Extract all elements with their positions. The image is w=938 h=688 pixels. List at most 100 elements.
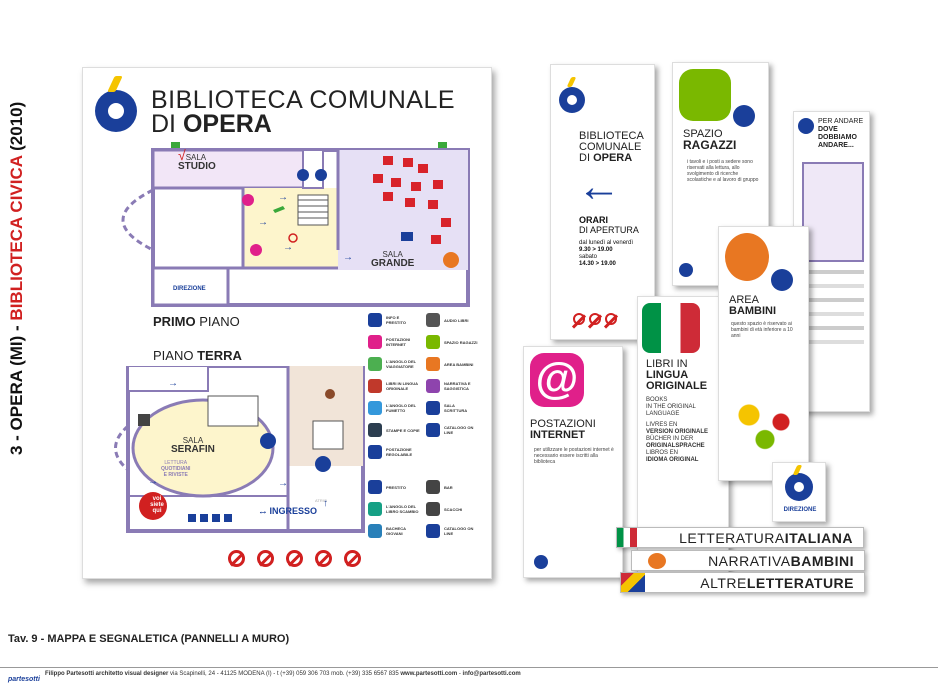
legend-icon [426, 379, 440, 393]
partesotti-logo: partesotti [8, 668, 42, 686]
legend-label: CATALOGO ON LINE [444, 526, 474, 536]
vertical-title: 3 - OPERA (MI) - BIBLIOTECA CIVICA (2010… [2, 10, 28, 460]
at-sign-icon: @ [530, 353, 584, 407]
legend-icon [426, 401, 440, 415]
orari-label2: DI APERTURA [579, 225, 639, 235]
legend-icon [368, 423, 382, 437]
footer-web-link[interactable]: www.partesotti.com [400, 671, 458, 677]
banner2-prefix: NARRATIVA [708, 552, 791, 569]
lingua-title1: LIBRI IN [646, 358, 688, 370]
vertical-title-part1: 3 - OPERA (MI) - [7, 321, 26, 455]
vertical-title-part3: (2010) [7, 102, 26, 156]
ragazzi-rules-text: i tavoli e i posti a sedere sono riserva… [687, 159, 759, 183]
sign-opera-title3-prefix: DI [579, 152, 594, 164]
hours-sat-label: sabato [579, 254, 598, 260]
first-floor-plan: →→→→ [121, 142, 470, 307]
teddy-bear-icon [725, 233, 769, 281]
room-direzione: DIREZIONE [173, 286, 206, 292]
legend-item: SALA SCRITTURA [426, 401, 478, 415]
lingua-l2: IN THE ORIGINAL [646, 404, 696, 410]
banner-narrativa-bambini: NARRATIVA BAMBINI [631, 550, 865, 571]
no-smoking-icon [228, 550, 245, 567]
voi-label: voi [152, 496, 162, 502]
lingua-title3: ORIGINALE [646, 380, 708, 392]
vertical-title-part2: BIBLIOTECA CIVICA [7, 155, 26, 320]
floor-label-piano-terra: PIANO TERRA [153, 348, 242, 363]
serafin-label1: SALA [182, 436, 204, 445]
legend-item: POSTAZIONI INTERNET [368, 335, 420, 349]
footer-divider [0, 667, 938, 668]
internet-title1: POSTAZIONI [530, 418, 596, 430]
no-food-small-icon [589, 313, 601, 325]
dove-title4: ANDARE... [818, 142, 854, 149]
mini-map [802, 162, 864, 262]
room-sala-serafin: SALA SERAFIN [171, 436, 215, 455]
legend-icon [426, 357, 440, 371]
direzione-label: DIREZIONE [783, 507, 817, 513]
bambini-title2: BAMBINI [729, 305, 777, 317]
room-ingresso: ← INGRESSO [258, 506, 318, 516]
no-animals-icon [344, 550, 361, 567]
dove-logo-icon [798, 118, 814, 134]
ingresso-label: INGRESSO [269, 506, 318, 516]
lingua-l8: LIBROS EN [646, 450, 679, 456]
floor1-suffix: PIANO [195, 314, 240, 329]
sign-direzione: DIREZIONE [772, 462, 826, 522]
sala-grande-label2: GRANDE [371, 258, 415, 269]
lingua-translations: BOOKS IN THE ORIGINAL LANGUAGE LIVRES EN… [646, 397, 708, 464]
sign-opera-title1: BIBLIOTECA [579, 130, 644, 142]
legend-icon [426, 423, 440, 437]
lingua-l4: LIVRES EN [646, 422, 678, 428]
legend-icon [368, 524, 382, 538]
floor1-prefix: PRIMO [153, 314, 196, 329]
sala-grande-label1: SALA [382, 250, 403, 259]
sign-dove: PER ANDARE DOVE DOBBIAMO ANDARE... [793, 111, 870, 412]
hours-days: dal lunedì al venerdì [579, 240, 634, 246]
banner1-prefix: LETTERATURA [679, 529, 785, 546]
svg-text:→: → [168, 378, 178, 389]
legend-icon [426, 480, 440, 494]
child-drawing [725, 387, 805, 457]
legend-item: LIBRI IN LINGUA ORIGINALE [368, 379, 420, 393]
legend-label: STAMPE E COPIE [386, 427, 420, 433]
footer-address: via Scapinelli, 24 - 41125 MODENA (I) - … [168, 671, 401, 677]
room-lettura: LETTURA QUOTIDIANI E RIVISTE [161, 460, 190, 478]
svg-text:→: → [278, 478, 288, 489]
internet-rules-text: per utilizzare le postazioni internet è … [534, 447, 614, 465]
legend-item: BAR [426, 480, 478, 494]
legend-icon [426, 335, 440, 349]
lingua-l6: BÜCHER IN DER [646, 436, 694, 442]
banner-altre-letterature: ALTRE LETTERATURE [620, 572, 865, 593]
sign-internet: @ POSTAZIONI INTERNET per utilizzare le … [523, 346, 623, 578]
legend-label: L'ANGOLO DEL LIBRO SCAMBIO [386, 504, 419, 514]
dove-title3: DOBBIAMO [818, 134, 857, 141]
legend-item: CATALOGO ON LINE [426, 423, 478, 437]
legend-label: SPAZIO RAGAZZI [444, 339, 478, 345]
legend-item: PRESTITO [368, 480, 420, 494]
legend-icon [368, 502, 382, 516]
svg-text:→: → [258, 217, 268, 228]
ragazzi-logo-icon [679, 263, 693, 277]
map-title-prefix: DI [151, 110, 183, 138]
legend-label: BACHECA GIOVANI [386, 526, 406, 536]
no-smoking-small-icon [573, 313, 585, 325]
svg-text:→: → [278, 192, 288, 203]
legend-item: SPAZIO RAGAZZI [426, 335, 478, 349]
legend-label: BAR [444, 484, 453, 490]
legend-icon [368, 313, 382, 327]
banner-letteratura-italiana: LETTERATURA ITALIANA [616, 527, 864, 548]
internet-title2: INTERNET [530, 429, 585, 441]
sign-lingua-title: LIBRI IN LINGUA ORIGINALE [646, 359, 707, 392]
lettura-label1: LETTURA [164, 460, 188, 466]
sign-dove-title: PER ANDARE DOVE DOBBIAMO ANDARE... [818, 118, 863, 150]
legend-label: CATALOGO ON LINE [444, 425, 474, 435]
lettura-label3: E RIVISTE [163, 472, 188, 478]
no-phone-small-icon [605, 313, 617, 325]
banner2-bold: BAMBINI [790, 552, 854, 569]
footer-email-link[interactable]: info@partesotti.com [462, 671, 521, 677]
legend-item: L'ANGOLO DEL LIBRO SCAMBIO [368, 502, 420, 516]
legend-item: NARRATIVA E SAGGISTICA [426, 379, 478, 393]
